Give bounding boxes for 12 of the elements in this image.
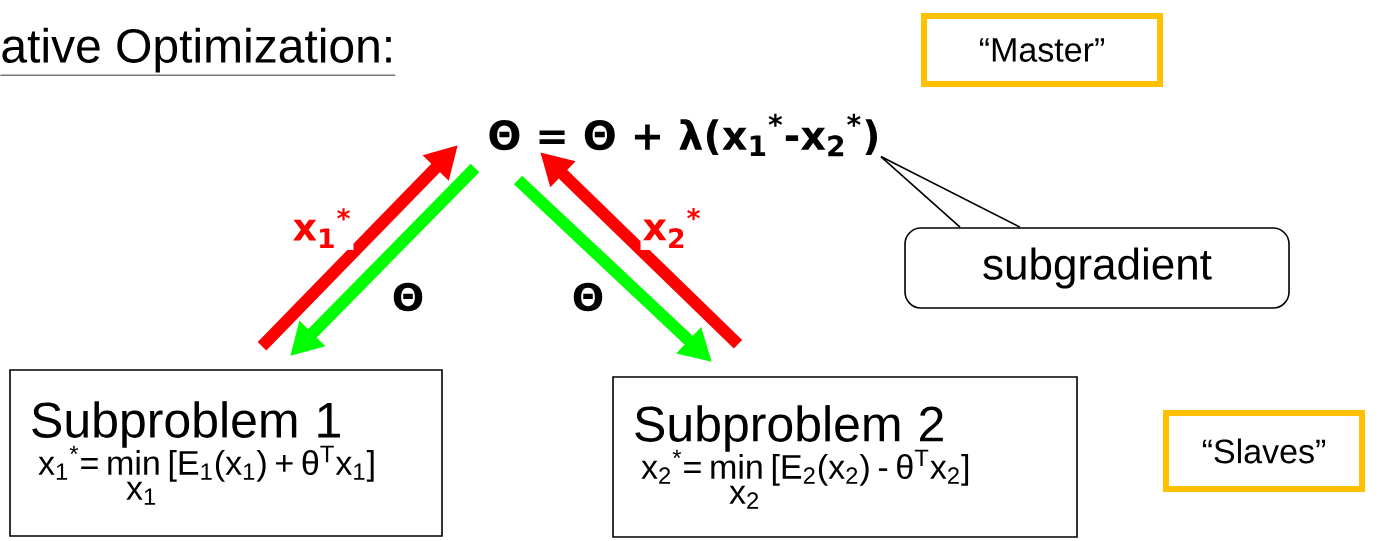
speech-bubble: subgradient: [904, 227, 1290, 309]
title: ative Optimization:: [0, 27, 396, 76]
equation: Θ = Θ + λ(x$_{1}$$^{*}$-x$_{2}$$^{*}$): [489, 113, 878, 157]
subproblem-box: Subproblem 1 x$_{1}$$^{*}$= min [E$_{1}$(x$_{1}$) + θ$^{T}$x$_{1}$] x$_{1}$: [9, 369, 443, 537]
edge-label: x$_{1}$*: [290, 206, 354, 250]
bubble-tail: [880, 155, 1021, 228]
edge-label: x$_{2}$*: [640, 205, 704, 251]
callout-box: “Master”: [921, 13, 1163, 87]
edge-label: Θ: [389, 280, 427, 314]
edge-label: Θ: [569, 280, 607, 314]
subproblem-box: Subproblem 2 x$_{2}$$^{*}$= min [E$_{2}$(x$_{2}$) - θ$^{T}$x$_{2}$] x$_{2}$: [612, 376, 1078, 538]
callout-box: “Slaves”: [1163, 410, 1365, 492]
